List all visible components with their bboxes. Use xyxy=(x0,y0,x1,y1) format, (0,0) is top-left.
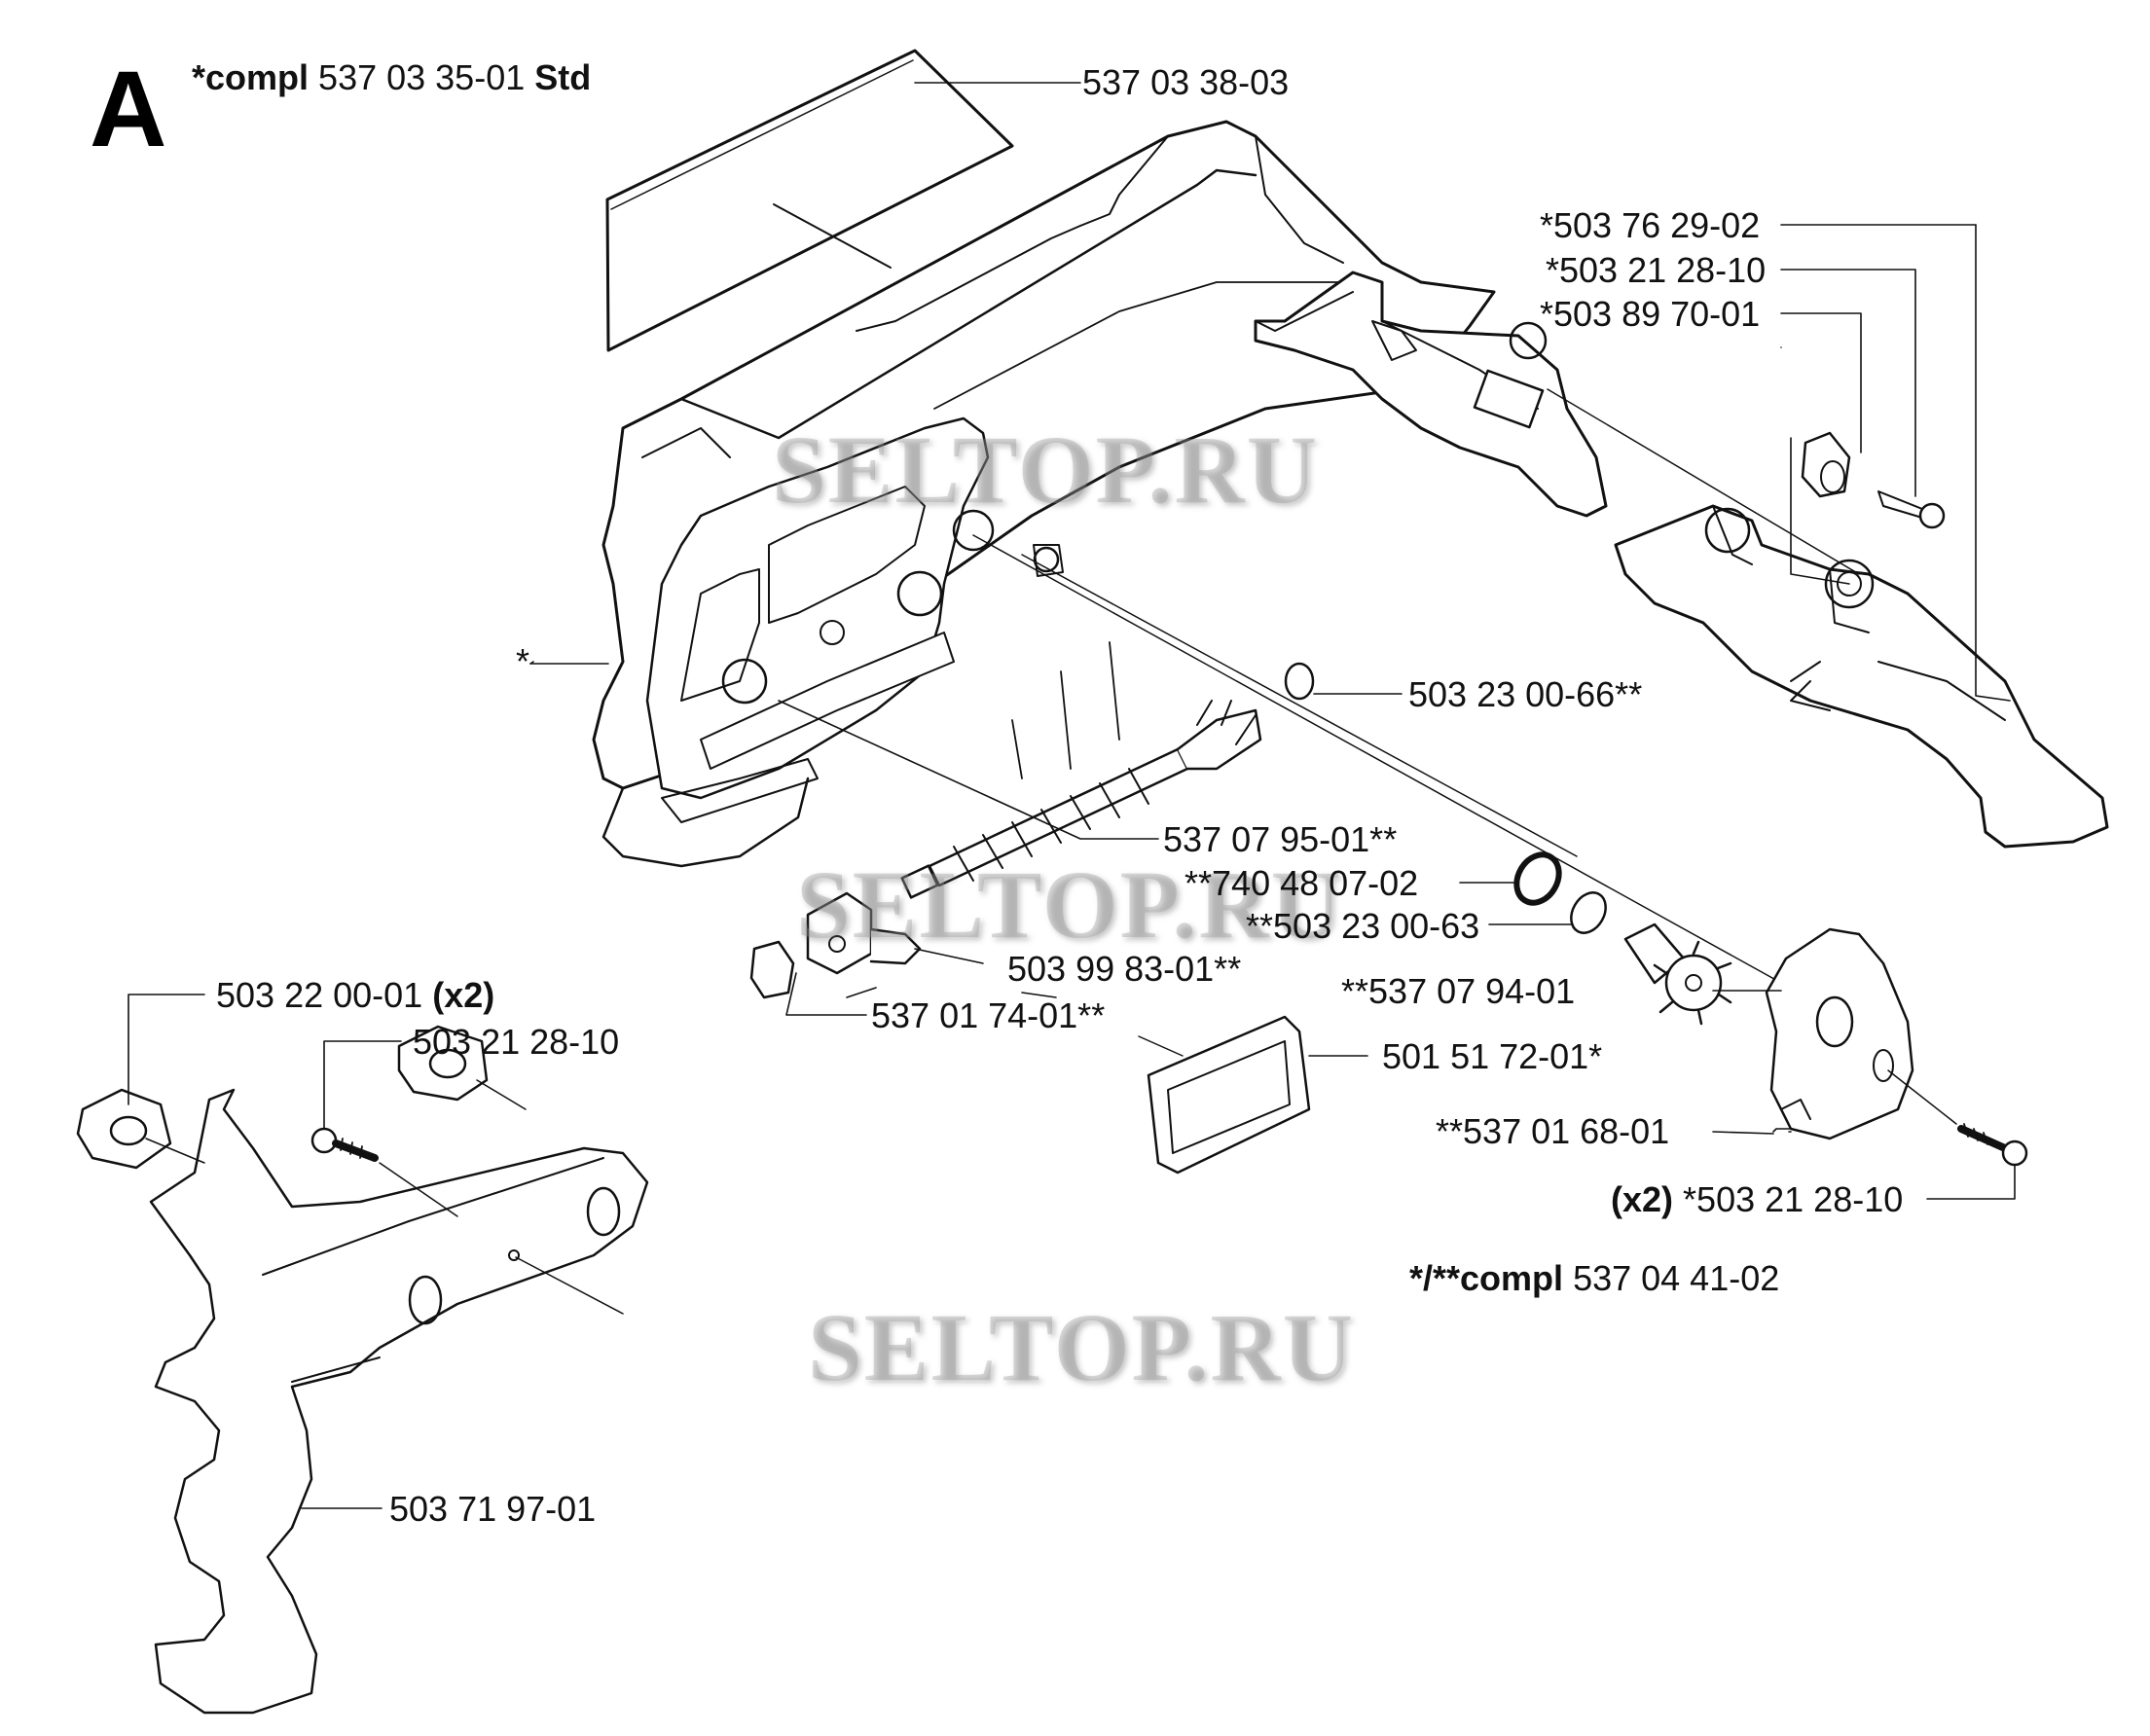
gear-pinion xyxy=(1623,922,1732,1026)
ring-503-23-00-63 xyxy=(1570,891,1607,934)
label-537-07-95-01: 537 07 95-01** xyxy=(1163,819,1398,859)
handle-bracket xyxy=(145,1079,649,1715)
label-740-48-07-02: **740 48 07-02 xyxy=(1184,863,1419,903)
brake-arm xyxy=(1254,271,1608,518)
label-503-21-28-10-b: 503 21 28-10 xyxy=(413,1022,620,1062)
label-star: * xyxy=(516,641,530,681)
label-503-22-00-01: 503 22 00-01 (x2) xyxy=(216,978,494,1013)
label-x2-code: *503 21 28-10 xyxy=(1683,1179,1904,1219)
title-compl-2-prefix: */**compl xyxy=(1409,1258,1564,1298)
side-plate xyxy=(1765,927,1914,1140)
label-537-01-74-01: 537 01 74-01** xyxy=(871,995,1106,1035)
upper-right-hardware xyxy=(1801,431,1946,529)
title-compl-std: *compl 537 03 35-01 Std xyxy=(192,60,591,95)
label-503-99-83-01: 503 99 83-01** xyxy=(1007,949,1242,989)
label-503-23-00-66: 503 23 00-66** xyxy=(1408,674,1643,714)
adjuster-screw xyxy=(900,700,1262,899)
screw-left xyxy=(310,1127,379,1162)
label-503-21-28-10-a: *503 21 28-10 xyxy=(1546,250,1767,290)
label-x2-qty: (x2) xyxy=(1611,1179,1674,1219)
label-503-23-00-63: **503 23 00-63 xyxy=(1246,906,1480,946)
label-x2-503-21-28-10: (x2) *503 21 28-10 xyxy=(1611,1182,1903,1217)
watermark-2: SELTOP.RU xyxy=(796,850,1343,958)
label-537-07-94-01: **537 07 94-01 xyxy=(1341,971,1576,1011)
section-letter: A xyxy=(90,50,167,169)
label-537-01-68-01: **537 01 68-01 xyxy=(1436,1111,1670,1151)
watermark-1: SELTOP.RU xyxy=(772,416,1319,524)
title-compl-std-code: 537 03 35-01 xyxy=(318,57,526,97)
o-ring-740-48-07-02 xyxy=(1513,851,1562,906)
screw-right xyxy=(1887,1069,2028,1167)
ring-503-23-00-66 xyxy=(1284,662,1315,701)
label-503-89-70-01: *503 89 70-01 xyxy=(1540,294,1761,334)
adjuster-nut xyxy=(749,891,922,999)
clutch-cover xyxy=(592,120,1496,868)
label-503-76-29-02: *503 76 29-02 xyxy=(1540,205,1761,245)
label-503-71-97-01: 503 71 97-01 xyxy=(389,1489,597,1529)
title-compl-2-code: 537 04 41-02 xyxy=(1573,1258,1780,1298)
nut-left xyxy=(76,1088,172,1170)
label-503-22-00-01-qty: (x2) xyxy=(432,975,495,1015)
leader-lines xyxy=(128,82,2016,1509)
bumper-plate xyxy=(1138,1015,1311,1175)
title-compl-std-suffix: Std xyxy=(534,57,592,97)
chain-brake-lever xyxy=(1547,388,2109,849)
label-501-51-72-01: 501 51 72-01* xyxy=(1382,1036,1603,1076)
decal-plate xyxy=(605,49,1014,352)
label-537-03-38-03: 537 03 38-03 xyxy=(1082,62,1290,102)
watermark-3: SELTOP.RU xyxy=(808,1293,1355,1401)
nut-middle xyxy=(397,1025,489,1102)
assembly-axis-lines xyxy=(972,534,1782,984)
label-503-22-00-01-code: 503 22 00-01 xyxy=(216,975,423,1015)
title-compl-std-prefix: *compl xyxy=(192,57,310,97)
title-compl-2: */**compl 537 04 41-02 xyxy=(1409,1261,1779,1296)
